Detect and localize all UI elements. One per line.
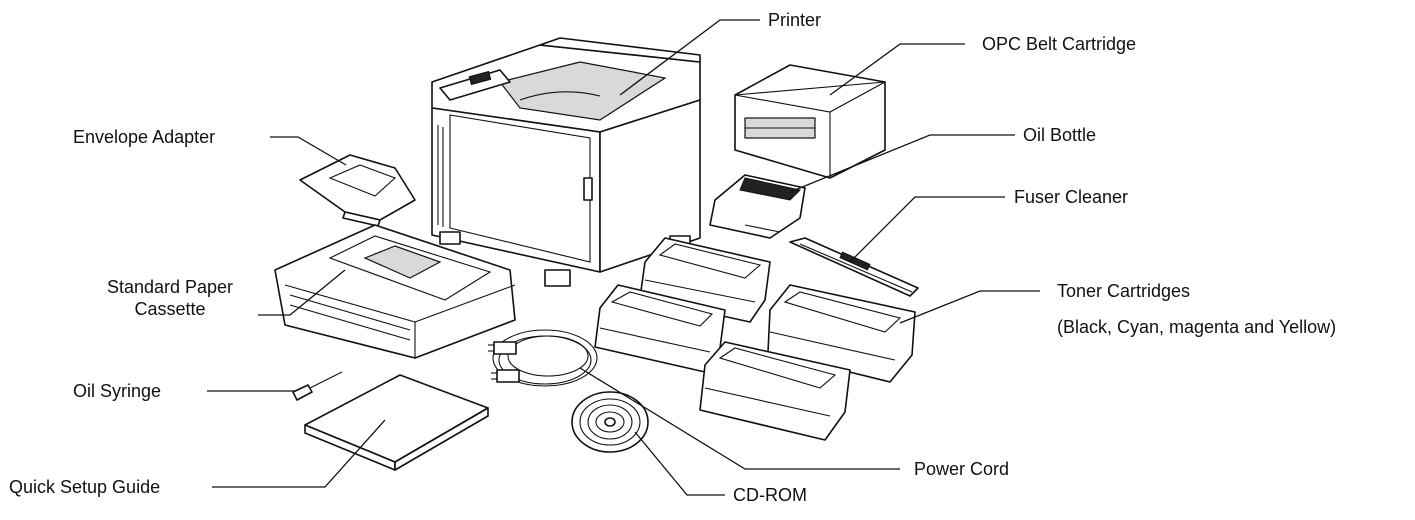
label-envelope-adapter: Envelope Adapter	[73, 127, 216, 147]
label-quick-setup-guide: Quick Setup Guide	[9, 477, 161, 497]
label-standard-paper-cassette-line2: Cassette	[134, 299, 206, 319]
leader-cd-rom	[634, 431, 725, 496]
label-standard-paper-cassette-line1: Standard Paper	[106, 277, 234, 297]
leader-opc-belt-cartridge	[829, 43, 965, 96]
fuser-cleaner-illustration	[789, 237, 919, 297]
label-cd-rom: CD-ROM	[733, 485, 807, 505]
toner-cartridge-2	[594, 284, 726, 373]
label-standard-paper-cassette: Standard Paper Cassette	[86, 276, 254, 320]
power-cord-illustration	[488, 329, 598, 387]
leader-printer	[619, 19, 760, 96]
oil-bottle-illustration	[709, 174, 806, 239]
toner-cartridge-4	[699, 341, 851, 441]
leader-power-cord	[579, 367, 900, 470]
cd-rom-illustration	[571, 391, 649, 453]
leader-standard-paper-cassette	[258, 269, 346, 316]
standard-paper-cassette-illustration	[274, 224, 516, 359]
leader-quick-setup-guide	[212, 419, 386, 488]
toner-cartridges-illustration	[594, 237, 916, 441]
toner-cartridge-3	[767, 284, 916, 383]
leader-envelope-adapter	[270, 136, 347, 166]
label-opc-belt-cartridge: OPC Belt Cartridge	[982, 34, 1137, 54]
label-printer: Printer	[768, 10, 822, 30]
label-fuser-cleaner: Fuser Cleaner	[1014, 187, 1129, 207]
leader-fuser-cleaner	[849, 196, 1005, 263]
label-toner-cartridges-colors: (Black, Cyan, magenta and Yellow)	[1057, 317, 1337, 337]
oil-syringe-illustration	[292, 371, 343, 401]
label-toner-cartridges: Toner Cartridges	[1057, 281, 1191, 301]
quick-setup-guide-illustration	[304, 374, 489, 471]
label-power-cord: Power Cord	[914, 459, 1010, 479]
printer-illustration	[431, 37, 701, 287]
envelope-adapter-illustration	[299, 154, 416, 227]
leader-oil-bottle	[789, 134, 1015, 193]
label-oil-bottle: Oil Bottle	[1023, 125, 1097, 145]
opc-belt-cartridge-illustration	[734, 64, 886, 179]
leader-toner-cartridges	[899, 290, 1040, 324]
label-oil-syringe: Oil Syringe	[73, 381, 162, 401]
